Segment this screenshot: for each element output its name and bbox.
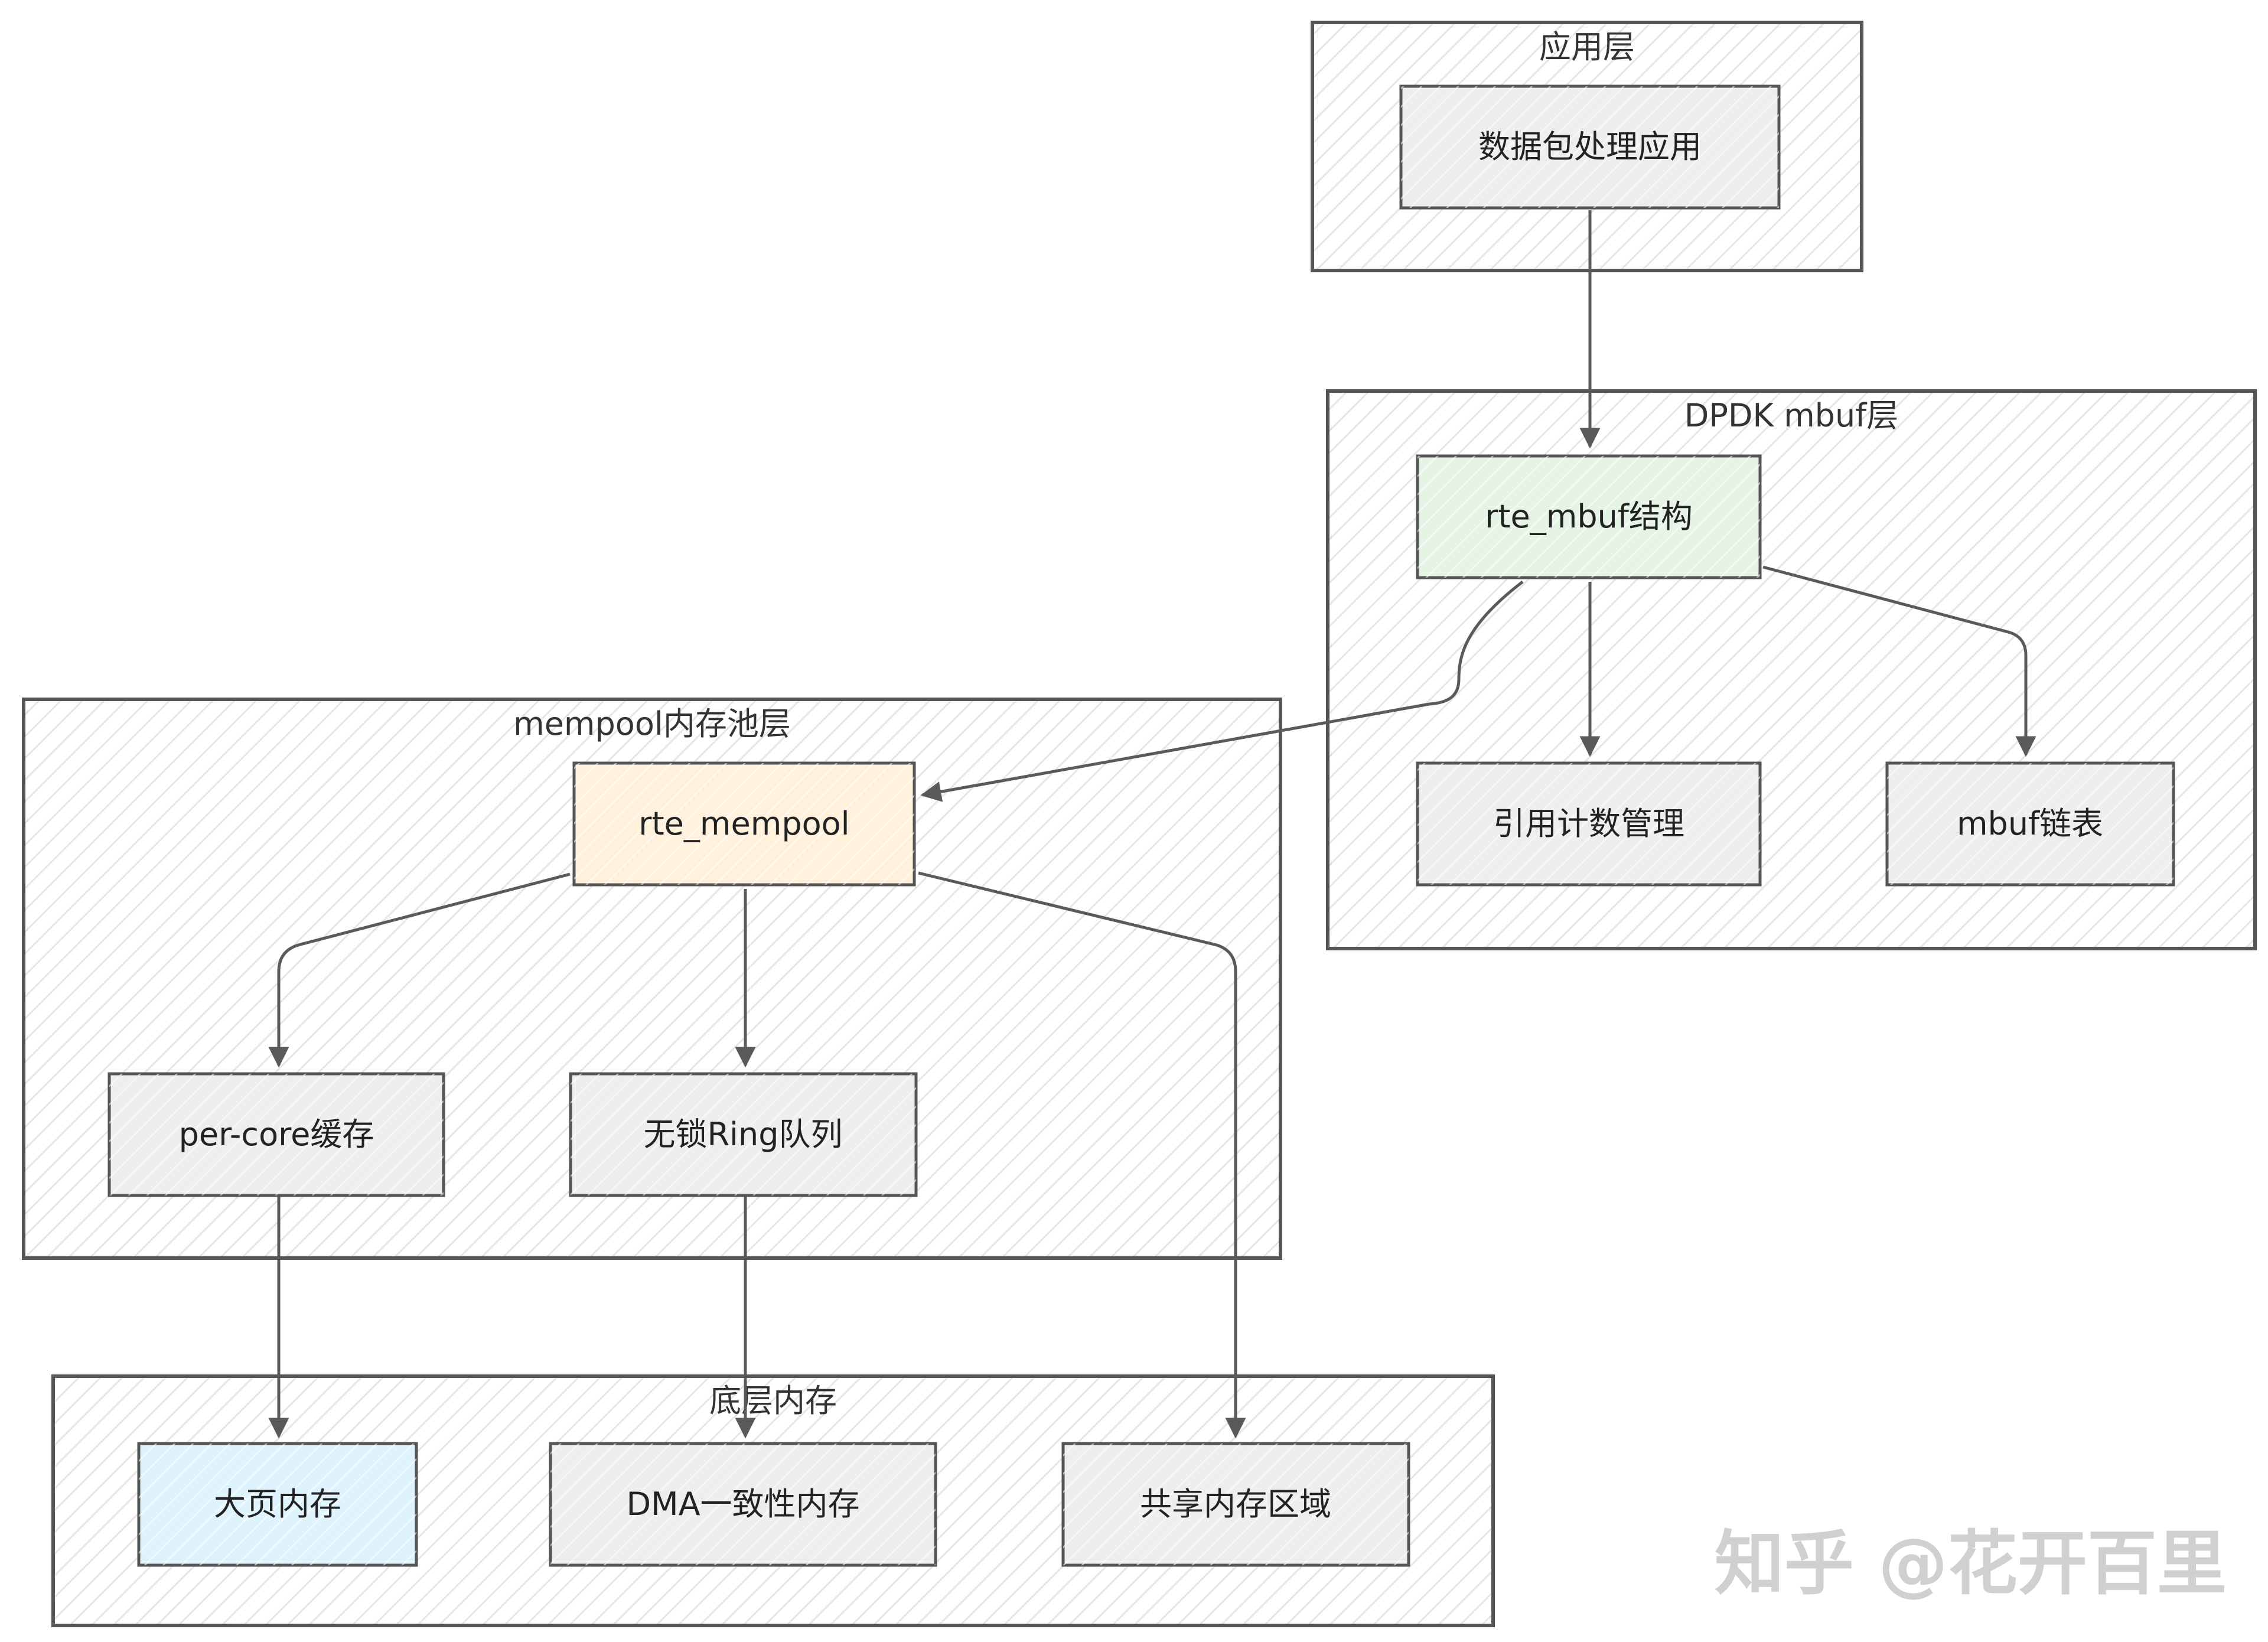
edge-mbuf-to-mempool <box>920 581 1524 802</box>
node-refcount[interactable]: 引用计数管理 <box>1416 761 1762 887</box>
layer-mbuf-title: DPDK mbuf层 <box>1684 397 1898 434</box>
node-refcount-label: 引用计数管理 <box>1493 805 1684 842</box>
node-dma-memory-label: DMA一致性内存 <box>626 1485 859 1523</box>
node-rte-mbuf[interactable]: rte_mbuf结构 <box>1416 454 1762 579</box>
node-per-core-cache[interactable]: per-core缓存 <box>107 1072 445 1197</box>
edge-mempool-to-shared <box>918 871 1246 1439</box>
watermark: 知乎 @花开百里 <box>1715 1523 2227 1604</box>
node-packet-app[interactable]: 数据包处理应用 <box>1399 84 1781 210</box>
edge-mempool-to-percore <box>268 872 571 1068</box>
edge-mbuf-to-chain <box>1762 565 2036 757</box>
layer-app-title: 应用层 <box>1539 28 1635 66</box>
node-hugepage[interactable]: 大页内存 <box>137 1442 418 1567</box>
node-lockless-ring[interactable]: 无锁Ring队列 <box>569 1072 918 1197</box>
node-mbuf-chain-label: mbuf链表 <box>1957 805 2103 842</box>
layer-memory-title: 底层内存 <box>709 1382 837 1419</box>
node-rte-mbuf-label: rte_mbuf结构 <box>1485 498 1693 535</box>
node-packet-app-label: 数据包处理应用 <box>1478 128 1702 165</box>
node-per-core-cache-label: per-core缓存 <box>179 1116 374 1153</box>
node-mbuf-chain[interactable]: mbuf链表 <box>1885 761 2175 887</box>
node-hugepage-label: 大页内存 <box>214 1485 341 1523</box>
node-shared-memory[interactable]: 共享内存区域 <box>1061 1442 1410 1567</box>
node-rte-mempool-label: rte_mempool <box>638 805 849 842</box>
node-lockless-ring-label: 无锁Ring队列 <box>643 1116 842 1153</box>
node-shared-memory-label: 共享内存区域 <box>1140 1485 1331 1523</box>
node-dma-memory[interactable]: DMA一致性内存 <box>549 1442 937 1567</box>
layer-mempool-title: mempool内存池层 <box>513 705 791 742</box>
node-rte-mempool[interactable]: rte_mempool <box>572 761 916 887</box>
edges <box>268 210 2036 1439</box>
